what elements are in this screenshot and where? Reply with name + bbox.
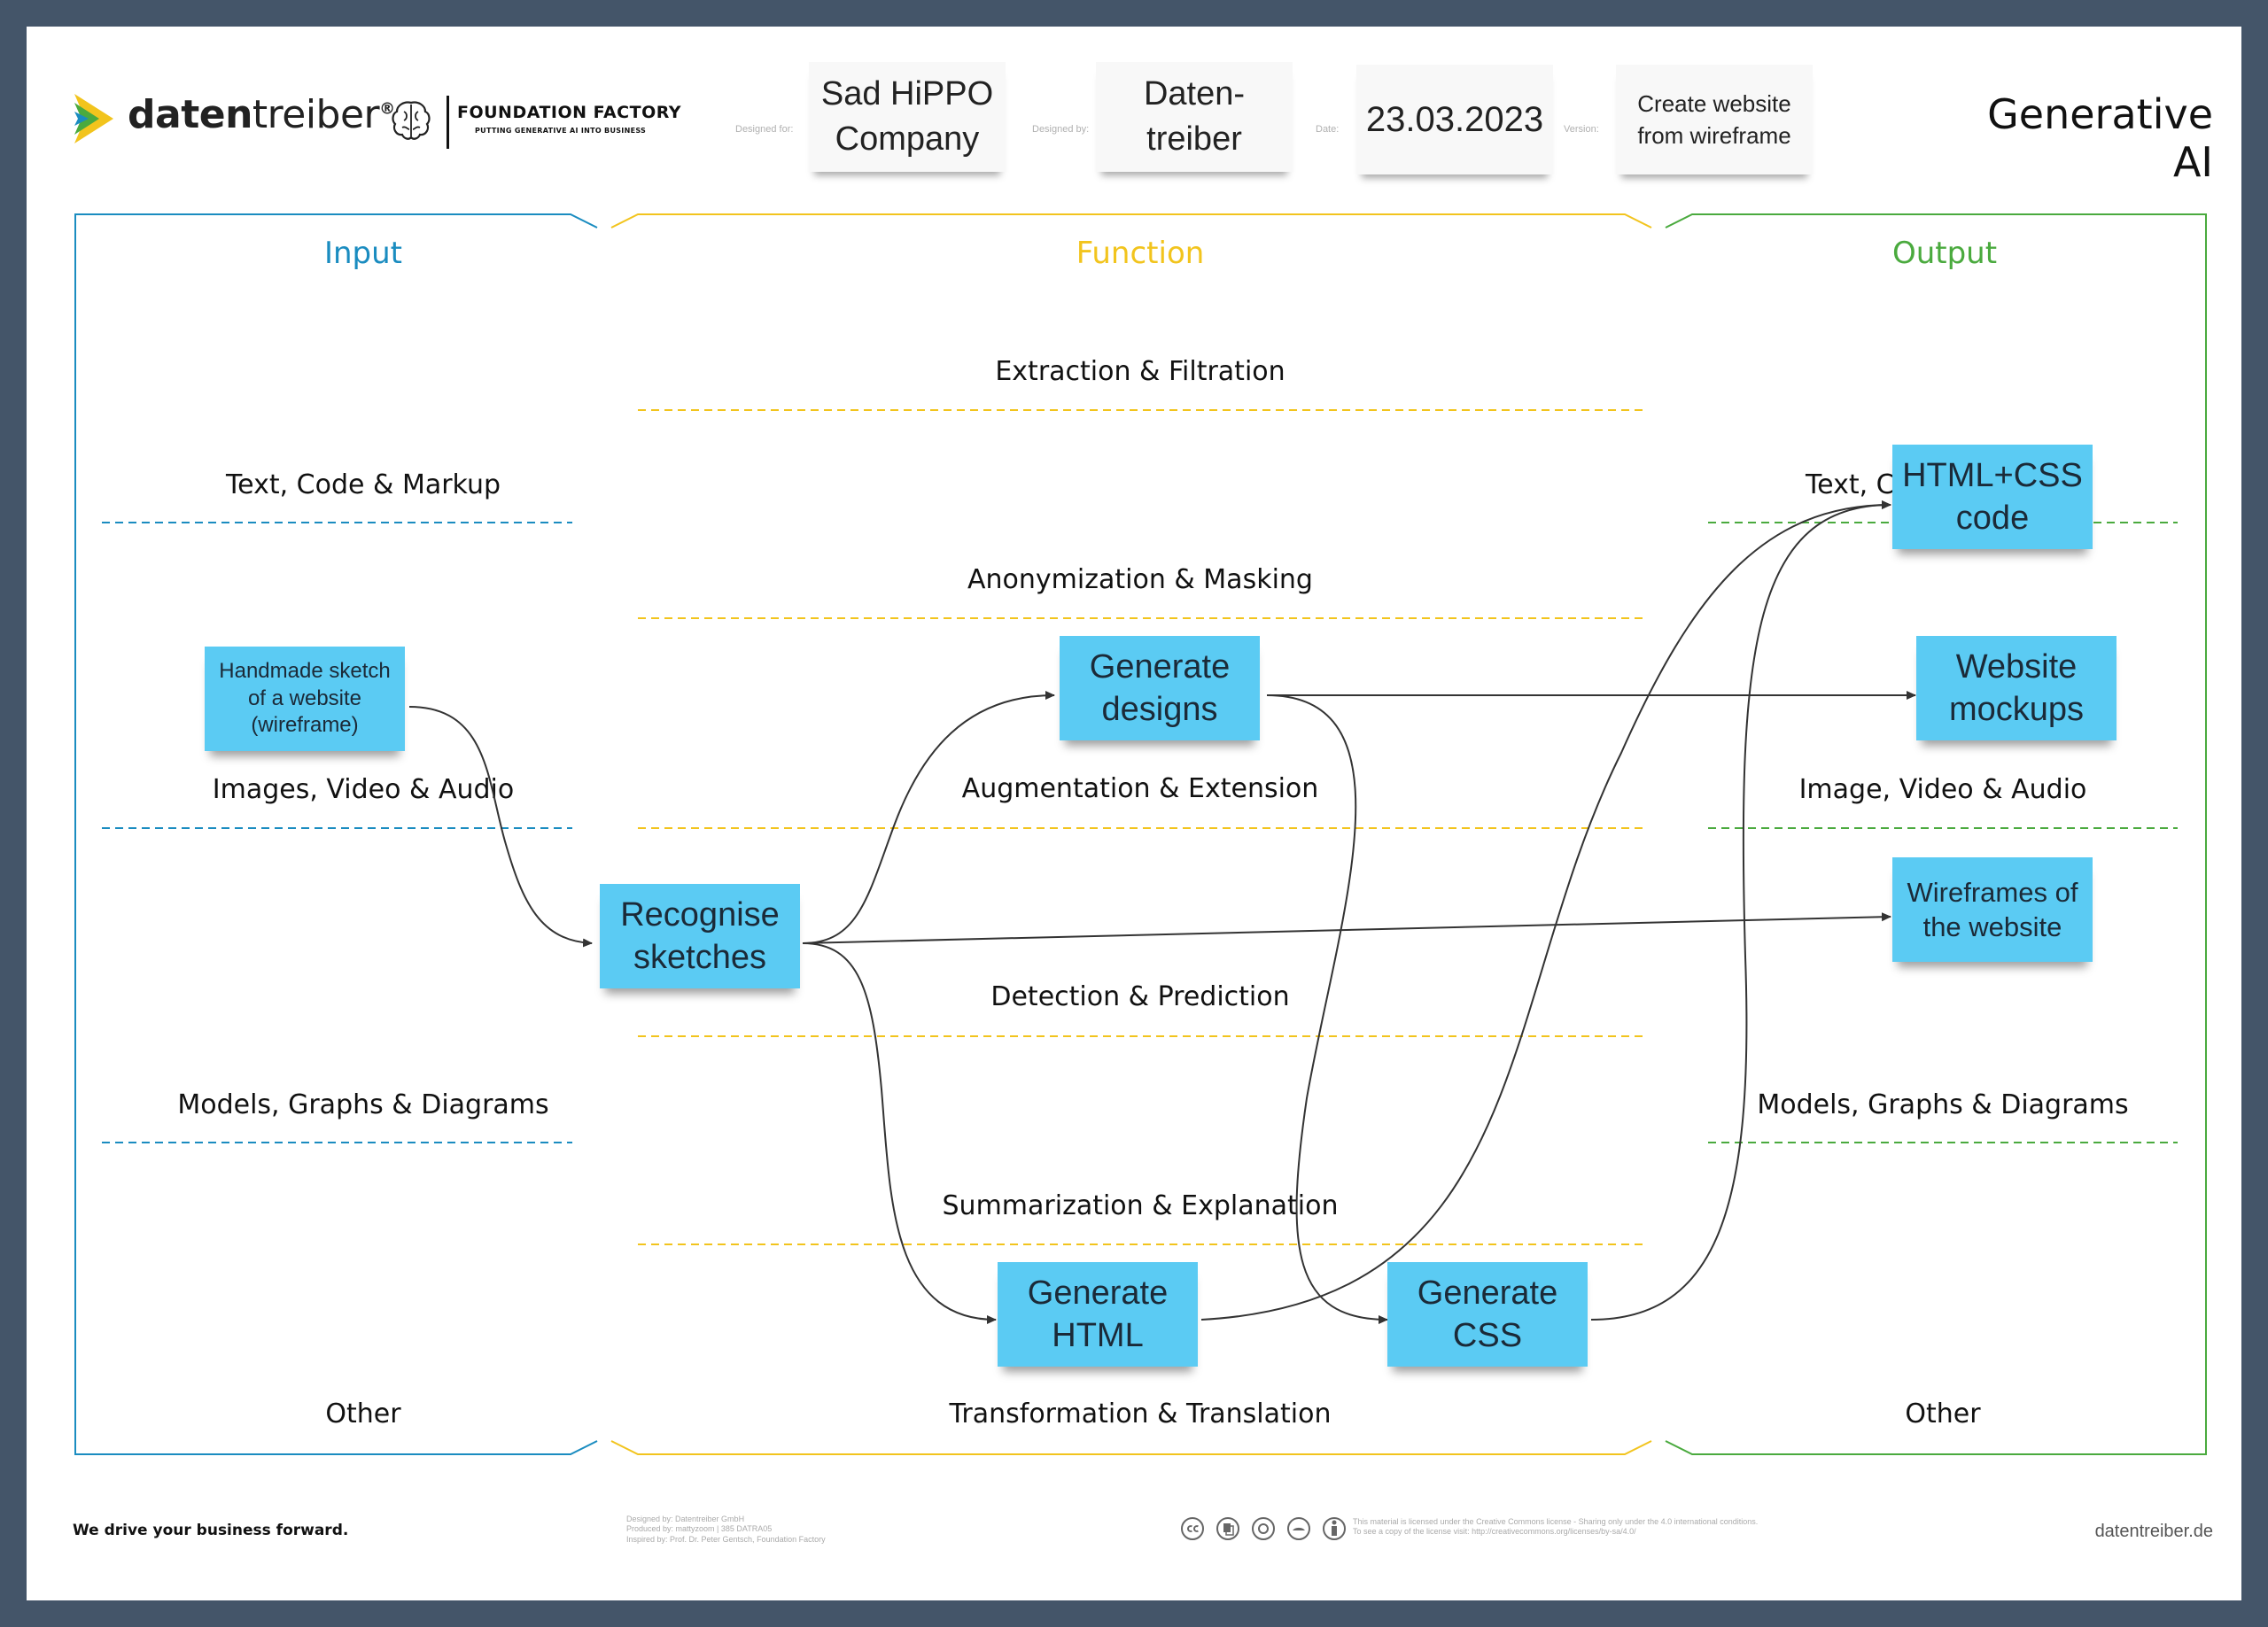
- input-category-models: Models, Graphs & Diagrams: [177, 1089, 549, 1120]
- foundation-factory-tagline: PUTTING GENERATIVE AI INTO BUSINESS: [475, 127, 647, 135]
- function-section-title: Function: [1076, 236, 1205, 271]
- share-icon: [1216, 1517, 1239, 1540]
- designed-for-label: Designed for:: [735, 124, 794, 135]
- footer-tagline: We drive your business forward.: [73, 1522, 349, 1539]
- canvas: datentreiber® FOUNDATION FACTORY PUTTING…: [27, 27, 2241, 1600]
- datentreiber-logo-icon: [74, 94, 113, 143]
- date-label: Date:: [1316, 124, 1340, 135]
- brain-icon: [392, 101, 431, 140]
- function-category-augmentation: Augmentation & Extension: [961, 773, 1319, 804]
- footer-credits: Designed by: Datentreiber GmbH Produced …: [626, 1515, 826, 1544]
- output-frame: [1665, 213, 2207, 1455]
- output-category-images: Image, Video & Audio: [1798, 774, 2087, 805]
- footer-license: This material is licensed under the Crea…: [1353, 1517, 1759, 1537]
- function-category-extraction: Extraction & Filtration: [995, 356, 1285, 387]
- arrow-designs-to-css: [1266, 694, 1388, 1324]
- function-category-anonymization: Anonymization & Masking: [967, 564, 1313, 595]
- arrow-sketch-to-recognise: [408, 706, 593, 948]
- input-frame: [74, 213, 598, 1455]
- attribution-icon: [1323, 1517, 1346, 1540]
- date-note[interactable]: 23.03.2023: [1356, 65, 1553, 174]
- connectors: [408, 500, 1916, 1324]
- noncommercial-icon: [1252, 1517, 1275, 1540]
- logo-divider: [447, 96, 449, 149]
- input-separators: [102, 522, 572, 1143]
- creative-commons-icons: [1181, 1517, 1346, 1540]
- function-category-summarization: Summarization & Explanation: [942, 1190, 1339, 1221]
- function-frame-top: [610, 213, 1652, 229]
- function-category-detection: Detection & Prediction: [990, 981, 1290, 1012]
- sharealike-icon: [1287, 1517, 1310, 1540]
- foundation-factory-name: FOUNDATION FACTORY: [457, 103, 682, 122]
- function-separators: [638, 409, 1644, 1245]
- input-category-text: Text, Code & Markup: [225, 469, 501, 500]
- datentreiber-wordmark: datentreiber®: [128, 92, 395, 137]
- designed-by-label: Designed by:: [1032, 124, 1090, 135]
- arrow-recognise-to-html: [802, 942, 997, 1324]
- canvas-title: Generative AI: [1987, 90, 2213, 186]
- designed-by-note[interactable]: Daten-treiber: [1096, 62, 1293, 172]
- function-category-transformation: Transformation & Translation: [949, 1398, 1332, 1429]
- output-category-other: Other: [1905, 1398, 1981, 1429]
- output-category-models: Models, Graphs & Diagrams: [1757, 1089, 2129, 1120]
- input-category-images: Images, Video & Audio: [212, 774, 515, 805]
- arrow-html-to-htmlcss: [1200, 500, 1891, 1321]
- footer-website-link[interactable]: datentreiber.de: [2094, 1522, 2213, 1541]
- output-separators: [1708, 522, 2178, 1143]
- section-frames: [74, 213, 2207, 1455]
- input-section-title: Input: [323, 236, 403, 271]
- arrow-recognise-to-wireframes: [802, 912, 1891, 944]
- cc-icon: [1181, 1517, 1204, 1540]
- output-section-title: Output: [1891, 236, 1998, 271]
- function-frame-bottom: [610, 1440, 1652, 1455]
- arrow-recognise-to-designs: [802, 691, 1055, 944]
- arrow-css-to-htmlcss: [1590, 500, 1891, 1321]
- version-label: Version:: [1564, 124, 1599, 135]
- input-category-other: Other: [325, 1398, 401, 1429]
